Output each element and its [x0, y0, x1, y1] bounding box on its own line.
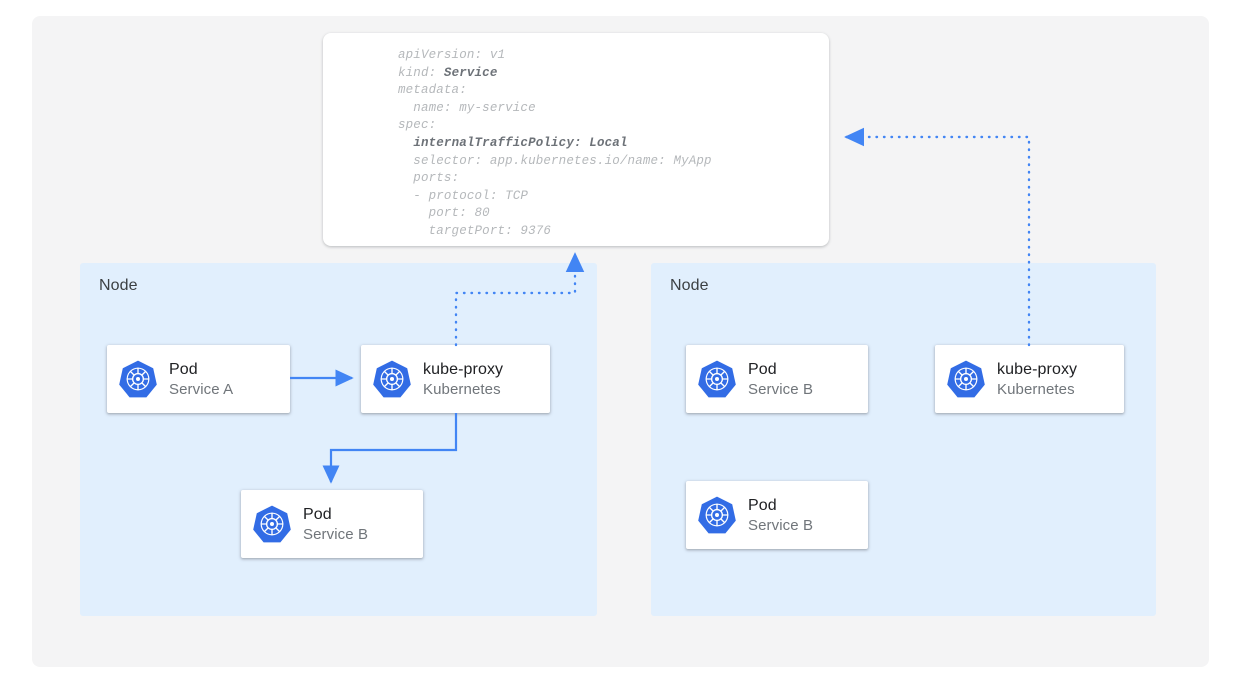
- code-line: name: my-service: [398, 100, 712, 118]
- code-token-emphasis: internalTrafficPolicy: Local: [413, 135, 628, 150]
- code-token: port: 80: [398, 206, 490, 221]
- card-pod-service-b-2[interactable]: Pod Service B: [686, 345, 868, 413]
- kubernetes-icon: [241, 504, 303, 544]
- card-text: Pod Service B: [748, 495, 813, 536]
- code-line: metadata:: [398, 82, 712, 100]
- card-subtitle: Kubernetes: [423, 380, 501, 398]
- code-token: name: my-service: [398, 100, 536, 115]
- kubernetes-icon: [361, 359, 423, 399]
- card-pod-service-b-1[interactable]: Pod Service B: [241, 490, 423, 558]
- card-text: kube-proxy Kubernetes: [997, 359, 1077, 400]
- card-subtitle: Kubernetes: [997, 380, 1075, 398]
- card-title: Pod: [748, 496, 777, 514]
- node-right: Node: [651, 263, 1156, 616]
- card-text: kube-proxy Kubernetes: [423, 359, 503, 400]
- node-left-label: Node: [99, 277, 138, 294]
- card-kube-proxy-right[interactable]: kube-proxy Kubernetes: [935, 345, 1124, 413]
- card-text: Pod Service A: [169, 359, 233, 400]
- code-line: selector: app.kubernetes.io/name: MyApp: [398, 153, 712, 171]
- card-text: Pod Service B: [748, 359, 813, 400]
- code-line: internalTrafficPolicy: Local: [398, 135, 712, 153]
- code-token: spec:: [398, 118, 437, 133]
- code-token: kind:: [398, 65, 444, 80]
- card-pod-service-b-3[interactable]: Pod Service B: [686, 481, 868, 549]
- code-line: ports:: [398, 170, 712, 188]
- card-title: kube-proxy: [423, 360, 504, 378]
- card-subtitle: Service A: [169, 380, 234, 398]
- code-line: port: 80: [398, 205, 712, 223]
- card-pod-service-a[interactable]: Pod Service A: [107, 345, 290, 413]
- code-token: apiVersion: v1: [398, 48, 506, 62]
- code-line: spec:: [398, 117, 712, 135]
- kubernetes-icon: [935, 359, 997, 399]
- kubernetes-icon: [107, 359, 169, 399]
- code-token: - protocol: TCP: [398, 188, 529, 203]
- card-title: Pod: [169, 360, 198, 378]
- card-title: Pod: [303, 505, 332, 523]
- card-subtitle: Service B: [748, 380, 814, 398]
- card-title: kube-proxy: [997, 360, 1078, 378]
- code-token: metadata:: [398, 83, 467, 98]
- node-right-label: Node: [670, 277, 709, 294]
- card-text: Pod Service B: [303, 504, 368, 545]
- code-token: targetPort: 9376: [398, 223, 552, 238]
- code-line: kind: Service: [398, 65, 712, 83]
- card-subtitle: Service B: [303, 525, 369, 543]
- card-kube-proxy-left[interactable]: kube-proxy Kubernetes: [361, 345, 550, 413]
- kubernetes-icon: [686, 359, 748, 399]
- card-subtitle: Service B: [748, 516, 814, 534]
- code-line: targetPort: 9376: [398, 223, 712, 241]
- code-token-emphasis: Service: [443, 65, 498, 80]
- code-token: [398, 136, 413, 150]
- card-title: Pod: [748, 360, 777, 378]
- code-token: selector: app.kubernetes.io/name: MyApp: [398, 153, 712, 168]
- node-left: Node: [80, 263, 597, 616]
- code-token: ports:: [398, 171, 460, 186]
- kubernetes-icon: [686, 495, 748, 535]
- code-line: - protocol: TCP: [398, 188, 712, 206]
- code-line: apiVersion: v1: [398, 47, 712, 65]
